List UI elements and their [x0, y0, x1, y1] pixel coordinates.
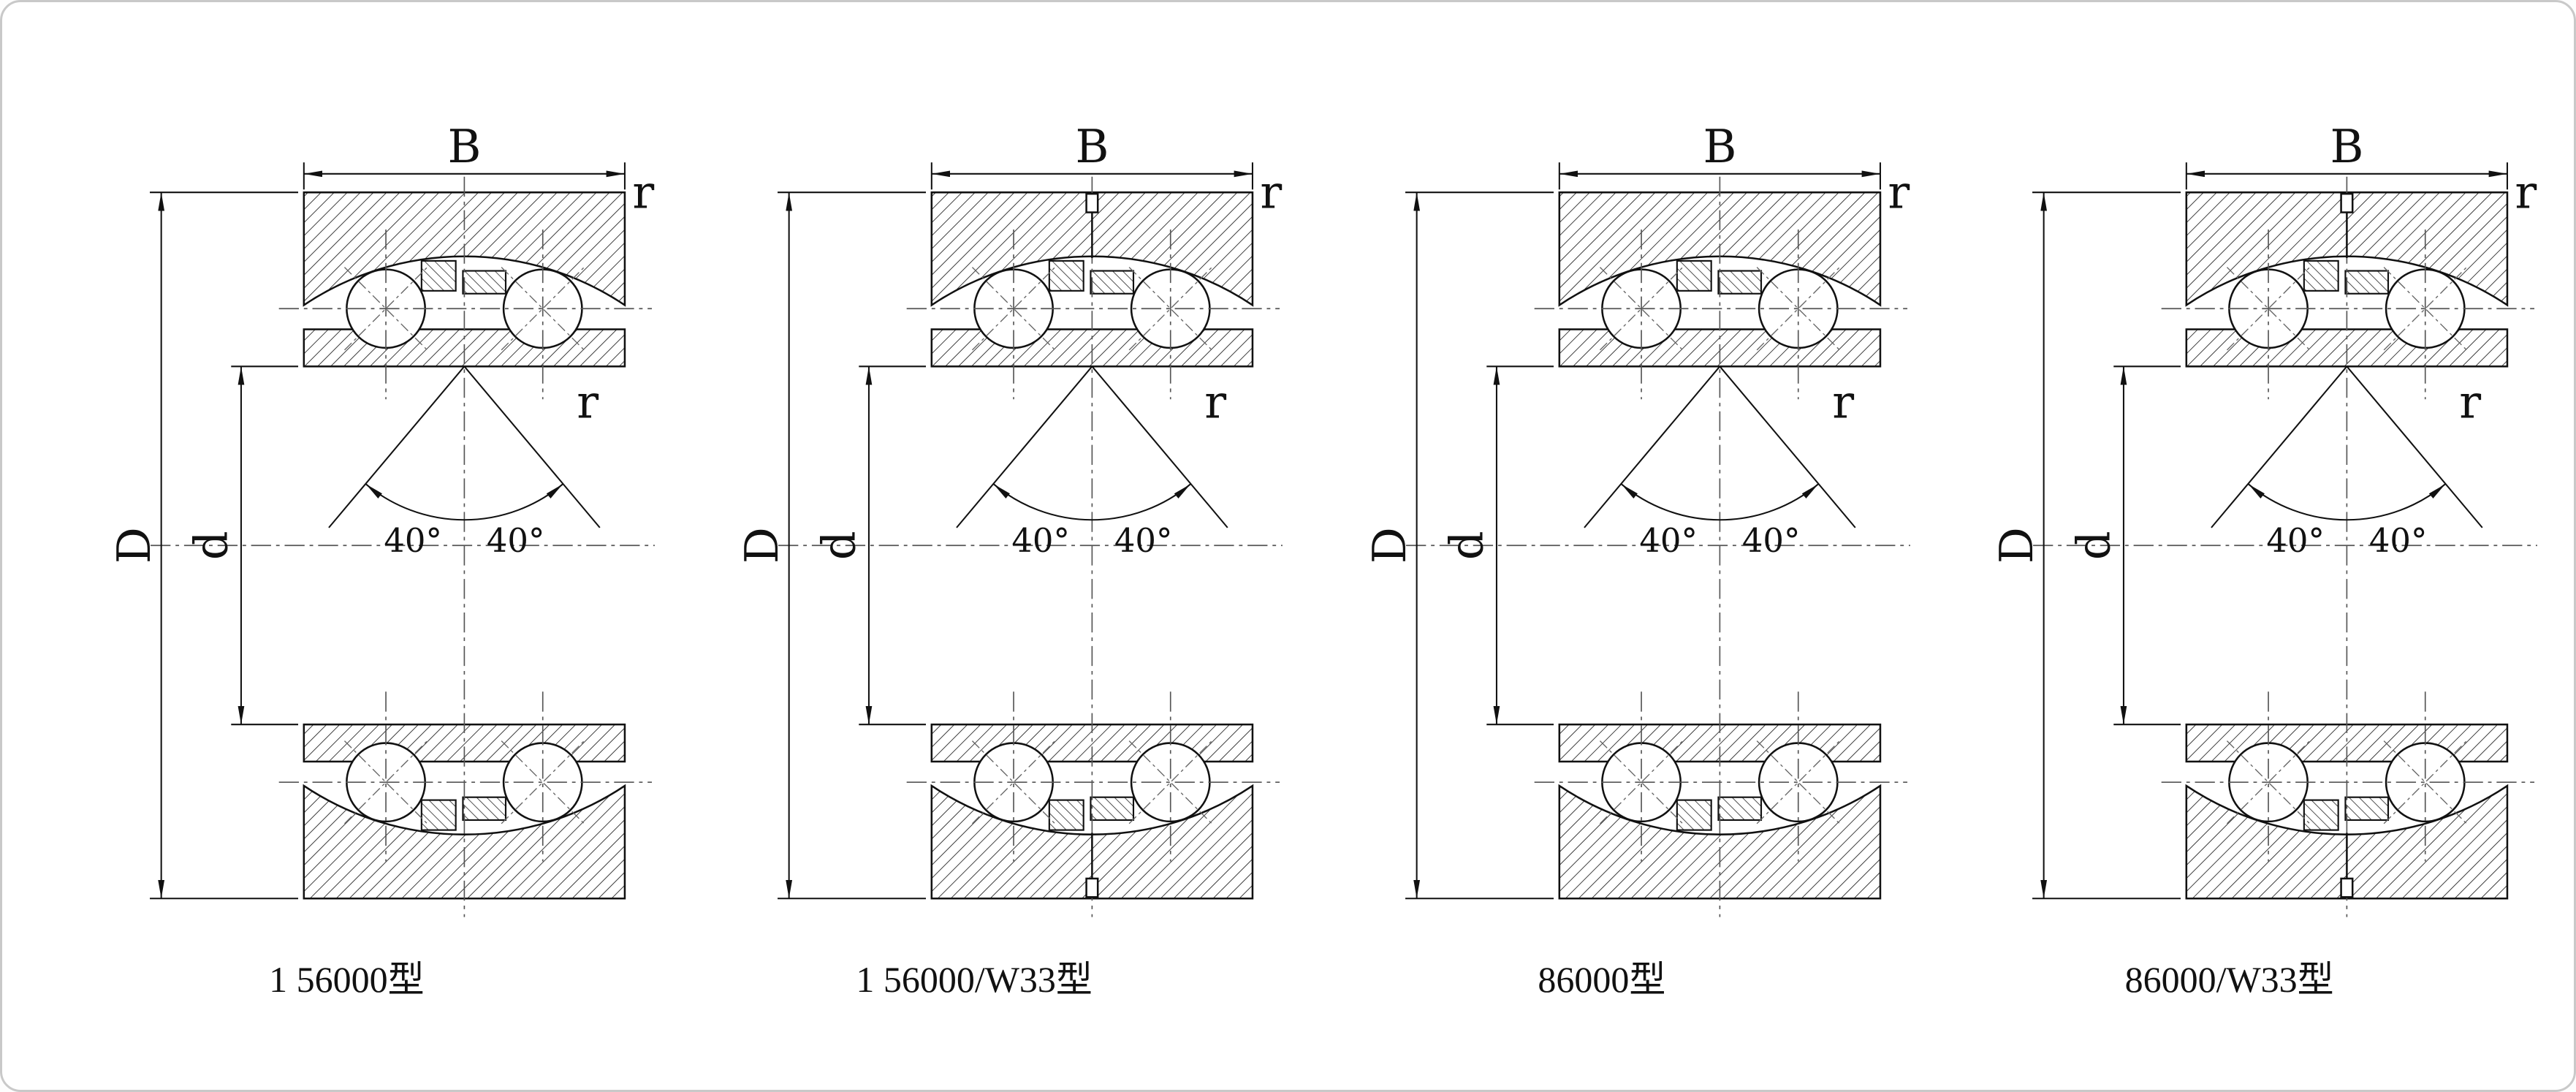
- contact-angle-label-right: 40°: [1114, 521, 1173, 560]
- dim-label-chamfer-inner: r: [577, 376, 599, 429]
- contact-angle-label-left: 40°: [2267, 521, 2325, 560]
- dim-label-width: B: [1075, 120, 1109, 173]
- bearing-figure-156000-w33: B D d r r 40° 40° 1 56000/W33型: [661, 21, 1288, 1090]
- contact-angle-label-right: 40°: [1741, 521, 1800, 560]
- figure-caption: 86000/W33型: [2124, 958, 2334, 1000]
- contact-angle-label-left: 40°: [384, 521, 442, 560]
- figure-caption: 86000型: [1538, 958, 1666, 1000]
- oil-groove: [1085, 192, 1099, 898]
- figure-caption: 1 56000型: [269, 958, 425, 1000]
- bearing-figure-156000: B D d r r 40° 40° 1 56000型: [33, 21, 661, 1090]
- dim-label-chamfer-inner: r: [1204, 376, 1226, 429]
- dim-label-width: B: [447, 120, 481, 173]
- dim-label-chamfer-inner: r: [2460, 376, 2482, 429]
- contact-angle-label-left: 40°: [1639, 521, 1698, 560]
- bearing-cross-section-drawing: B D d r r 40° 40°: [735, 120, 1288, 949]
- bearing-figure-86000-w33: B D d r r 40° 40° 86000/W33型: [1915, 21, 2543, 1090]
- dim-label-bore: d: [1440, 531, 1493, 560]
- dim-label-chamfer-inner: r: [1832, 376, 1854, 429]
- dim-label-width: B: [2330, 120, 2364, 173]
- dim-label-outer-diameter: D: [1990, 527, 2043, 564]
- dim-label-bore: d: [184, 531, 238, 560]
- dim-label-chamfer-outer: r: [1260, 166, 1282, 219]
- contact-angle-label-right: 40°: [2369, 521, 2428, 560]
- dim-label-outer-diameter: D: [107, 527, 161, 564]
- oil-groove: [2340, 192, 2354, 898]
- contact-angle-label-left: 40°: [1011, 521, 1070, 560]
- dim-label-outer-diameter: D: [1363, 527, 1416, 564]
- dim-label-bore: d: [2067, 531, 2121, 560]
- contact-angle-label-right: 40°: [487, 521, 545, 560]
- dim-label-width: B: [1703, 120, 1736, 173]
- bearing-figure-86000: B D d r r 40° 40° 86000型: [1288, 21, 1916, 1090]
- dim-label-outer-diameter: D: [735, 527, 789, 564]
- bearing-cross-section-drawing: B D d r r 40° 40°: [1990, 120, 2543, 949]
- dim-label-bore: d: [812, 531, 865, 560]
- dim-label-chamfer-outer: r: [2515, 166, 2537, 219]
- figure-caption: 1 56000/W33型: [856, 958, 1093, 1000]
- dim-label-chamfer-outer: r: [632, 166, 654, 219]
- dim-label-chamfer-outer: r: [1888, 166, 1910, 219]
- bearing-cross-section-drawing: B D d r r 40° 40°: [1363, 120, 1916, 949]
- bearing-cross-section-drawing: B D d r r 40° 40°: [107, 120, 661, 949]
